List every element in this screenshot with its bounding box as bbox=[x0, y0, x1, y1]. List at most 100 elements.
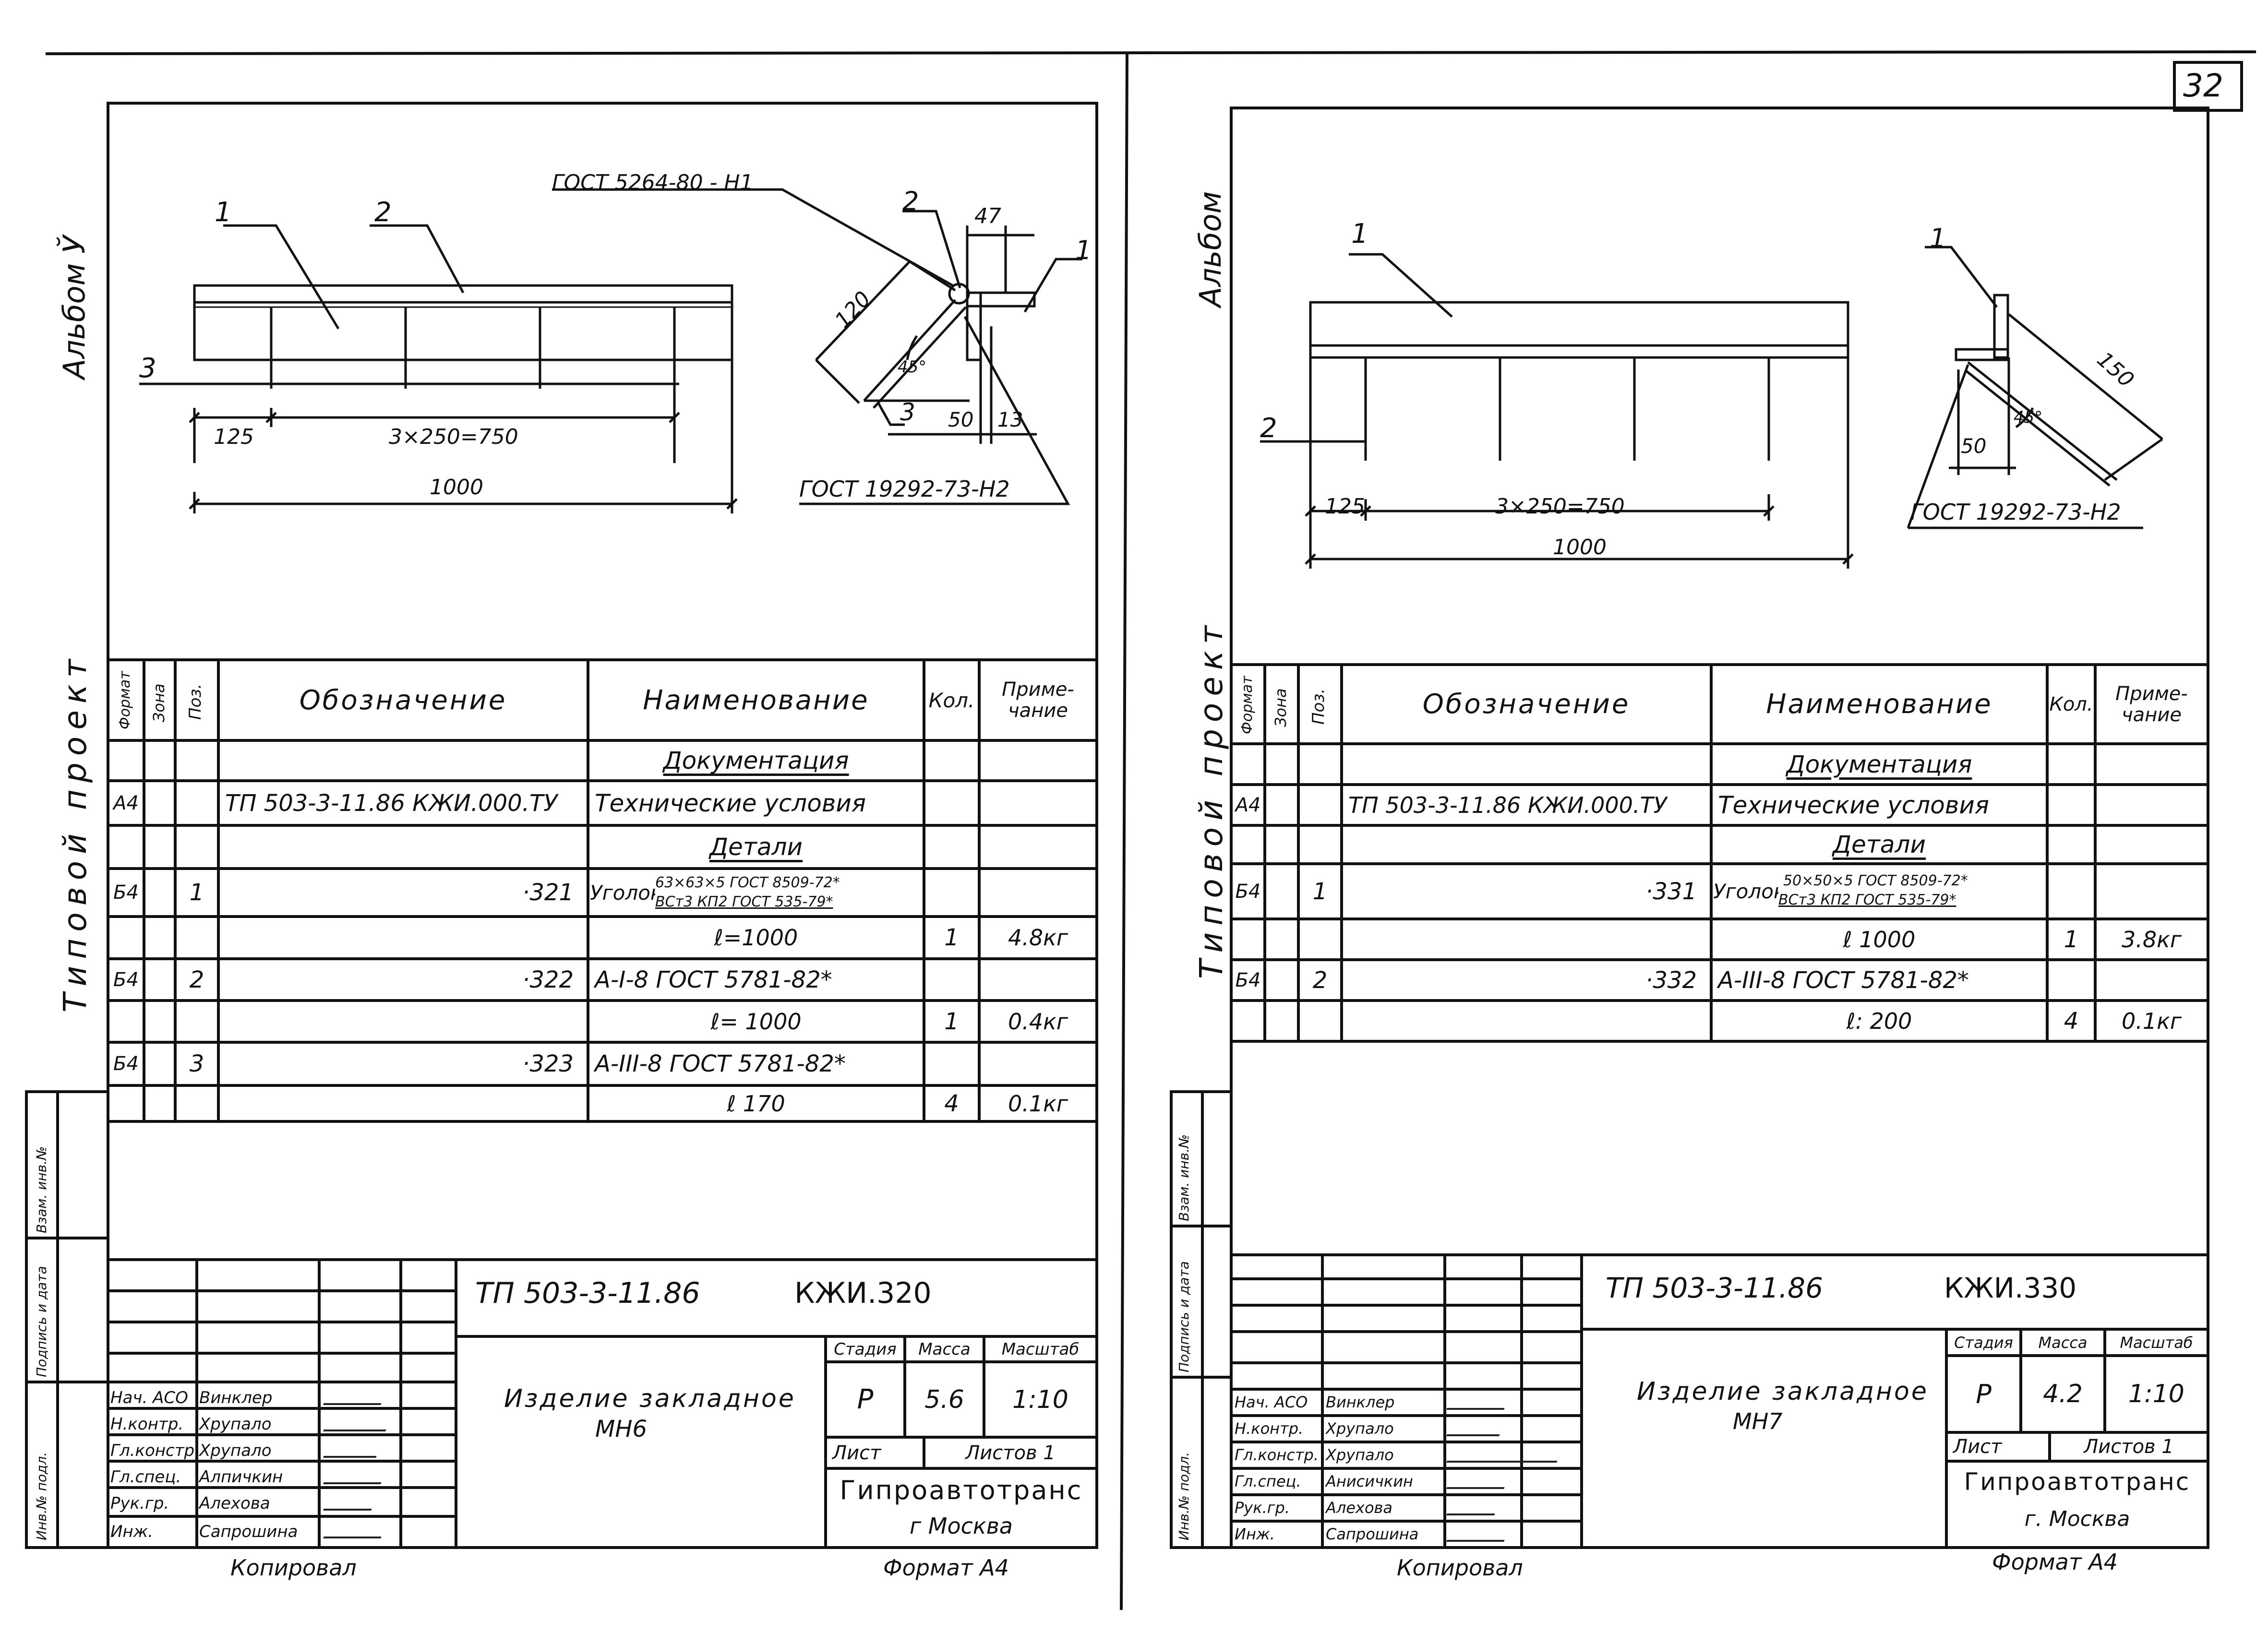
section-callout-2: 2 bbox=[902, 186, 919, 216]
spec-row-qty: 1 bbox=[2064, 926, 2079, 953]
callout-2: 2 bbox=[374, 197, 392, 228]
spec-header-pos: Поз. bbox=[1309, 688, 1328, 725]
person-name: Хрупало bbox=[199, 1415, 272, 1434]
label-sheets: Листов 1 bbox=[2084, 1436, 2174, 1458]
spec-row-qty: 1 bbox=[944, 924, 959, 951]
org-name: Гипроавтотранс bbox=[840, 1475, 1083, 1505]
spec-row-designation: ·332 bbox=[1645, 966, 1697, 994]
spec-row-name-top: 63×63×5 ГОСТ 8509-72* bbox=[655, 874, 840, 891]
role: Рук.гр. bbox=[110, 1494, 169, 1513]
spec-row-qty: 4 bbox=[2064, 1007, 2079, 1035]
col-stage: Стадия bbox=[1954, 1333, 2013, 1352]
col-mass: Масса bbox=[918, 1339, 971, 1359]
footer-format: Формат А4 bbox=[1992, 1549, 2118, 1575]
value-mass: 5.6 bbox=[924, 1385, 964, 1414]
project-label: Типовой проект bbox=[1193, 619, 1230, 979]
spec-row-name: ℓ=1000 bbox=[714, 925, 798, 951]
signature bbox=[1446, 1392, 1511, 1410]
spec-row-name-bottom: ВСт3 КП2 ГОСТ 535-79* bbox=[655, 893, 833, 910]
title-mark: КЖИ.320 bbox=[794, 1276, 932, 1310]
value-mass: 4.2 bbox=[2043, 1380, 2083, 1408]
org-name: Гипроавтотранс bbox=[1964, 1467, 2191, 1496]
spec-header-note: Приме-чание bbox=[1002, 679, 1074, 722]
spec-row-name: ℓ 170 bbox=[727, 1090, 785, 1117]
title-subtitle: МН6 bbox=[595, 1416, 648, 1442]
role: Гл.констр. bbox=[110, 1441, 200, 1460]
dim-50: 50 bbox=[1961, 434, 1987, 458]
role: Гл.констр. bbox=[1235, 1446, 1319, 1464]
gost-weld: ГОСТ 5264-80 - Н1 bbox=[552, 170, 754, 195]
col-scale: Масштаб bbox=[2120, 1333, 2193, 1352]
label-sheets: Листов 1 bbox=[965, 1441, 1056, 1464]
spec-row-qty: 1 bbox=[944, 1008, 959, 1035]
title-code: ТП 503-3-11.86 bbox=[475, 1276, 700, 1310]
stamp-replace: Взам. инв.№ bbox=[1176, 1134, 1192, 1221]
spec-row-designation: ·323 bbox=[522, 1050, 574, 1077]
role: Инж. bbox=[110, 1522, 154, 1541]
spec-row-name-top: 50×50×5 ГОСТ 8509-72* bbox=[1783, 872, 1968, 889]
dim-total: 1000 bbox=[430, 475, 483, 500]
col-mass: Масса bbox=[2038, 1333, 2088, 1352]
callout-2: 2 bbox=[1260, 413, 1277, 444]
role: Гл.спец. bbox=[110, 1467, 181, 1487]
callout-1: 1 bbox=[1351, 218, 1368, 250]
spec-row-name: Уголок bbox=[590, 881, 655, 905]
person-name: Алпичкин bbox=[199, 1467, 283, 1487]
spec-row-note: 0.1кг bbox=[1008, 1090, 1068, 1117]
title-name: Изделие закладное bbox=[1637, 1377, 1929, 1406]
label-sheet: Лист bbox=[832, 1441, 881, 1464]
spec-row-designation: ·331 bbox=[1645, 878, 1697, 905]
right-section-drawing bbox=[1907, 246, 2163, 529]
person-name: Хрупало bbox=[1326, 1446, 1394, 1464]
left-section-drawing bbox=[552, 188, 1082, 505]
spec-row-name: Документация bbox=[663, 747, 849, 774]
spec-row-name: Документация bbox=[1786, 750, 1972, 778]
dim-50: 50 bbox=[948, 408, 974, 431]
dim-spacing: 3×250=750 bbox=[1495, 494, 1625, 519]
right-plan-drawing bbox=[1260, 253, 1854, 569]
stamp-inv: Инв.№ подл. bbox=[1176, 1452, 1192, 1540]
spec-row-qty: 4 bbox=[944, 1090, 959, 1117]
spec-row-pos: 3 bbox=[189, 1050, 204, 1077]
person-name: Винклер bbox=[199, 1388, 273, 1407]
left-plan-drawing bbox=[139, 224, 738, 513]
title-code: ТП 503-3-11.86 bbox=[1606, 1272, 1823, 1304]
spec-row-name: ℓ: 200 bbox=[1846, 1008, 1912, 1034]
dim-45: 45° bbox=[898, 357, 927, 377]
org-city: г. Москва bbox=[2024, 1506, 2130, 1531]
spec-row-name: Технические условия bbox=[595, 789, 866, 817]
spec-row-pos: 2 bbox=[189, 966, 204, 993]
stamp-signature: Подпись и дата bbox=[1176, 1261, 1192, 1372]
spec-row-format: Б4 bbox=[113, 1053, 139, 1075]
spec-row-format: Б4 bbox=[113, 968, 139, 991]
spec-row-note: 3.8кг bbox=[2121, 926, 2182, 953]
spec-row-name: ℓ= 1000 bbox=[710, 1008, 802, 1035]
spec-row-designation: ТП 503-3-11.86 КЖИ.000.ТУ bbox=[225, 789, 558, 817]
signature bbox=[1446, 1497, 1501, 1515]
spec-row-name: ℓ 1000 bbox=[1843, 926, 1916, 953]
callout-1: 1 bbox=[215, 197, 232, 228]
footer-copied: Копировал bbox=[230, 1555, 357, 1581]
spec-header-note: Приме-чание bbox=[2115, 682, 2188, 726]
spec-row-designation: ·322 bbox=[522, 966, 574, 993]
role: Н.контр. bbox=[110, 1415, 184, 1434]
album-label: Альбом bbox=[1193, 191, 1228, 307]
role: Инж. bbox=[1235, 1525, 1275, 1543]
spec-row-name: Технические условия bbox=[1718, 791, 1989, 819]
dim-45: 45° bbox=[2014, 408, 2043, 427]
person-name: Сапрошина bbox=[1326, 1525, 1419, 1543]
role: Рук.гр. bbox=[1235, 1499, 1290, 1517]
person-name: Винклер bbox=[1326, 1393, 1395, 1411]
org-city: г Москва bbox=[910, 1513, 1013, 1539]
spec-row-format: А4 bbox=[113, 792, 139, 814]
spec-row-name: А-III-8 ГОСТ 5781-82* bbox=[595, 1050, 846, 1077]
footer-format: Формат А4 bbox=[883, 1555, 1009, 1581]
title-subtitle: МН7 bbox=[1733, 1408, 1783, 1434]
value-stage: Р bbox=[857, 1384, 874, 1415]
spec-row-note: 0.1кг bbox=[2121, 1008, 2182, 1034]
spec-row-name: Уголок bbox=[1713, 880, 1778, 903]
signature bbox=[1446, 1471, 1511, 1489]
value-stage: Р bbox=[1976, 1379, 1992, 1409]
title-mark: КЖИ.330 bbox=[1944, 1272, 2077, 1304]
